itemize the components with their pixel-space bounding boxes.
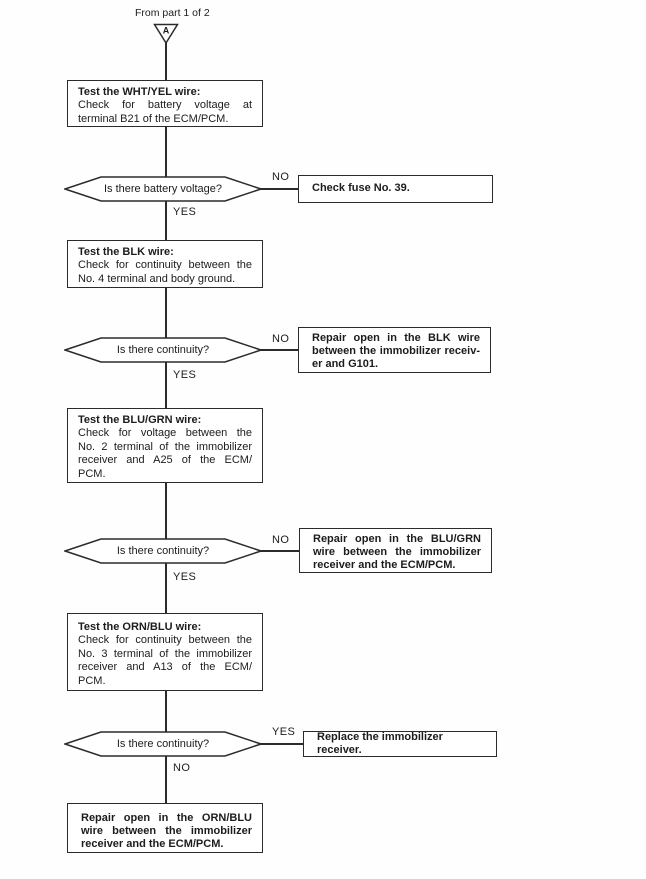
action-line: Replace the immobilizer receiver. [317, 730, 443, 756]
process-line: Check for battery voltage at [78, 99, 252, 112]
process-title: Test the BLU/GRN wire: [78, 414, 202, 426]
process-box-test-blk: Test the BLK wire: Check for continuity … [67, 240, 263, 288]
action-line: Repair open in the BLK wire [312, 332, 480, 344]
action-box-check-fuse: Check fuse No. 39. [298, 175, 493, 203]
branch-label-yes-3: YES [173, 571, 197, 583]
decision-hexagon-shape [64, 337, 262, 363]
branch-line-no-3 [260, 550, 300, 552]
action-box-replace-receiver: Replace the immobilizer receiver. [303, 731, 497, 757]
process-line: PCM. [78, 674, 106, 687]
action-line: Repair open in the ORN/BLU [81, 812, 252, 824]
branch-label-no-1: NO [272, 171, 290, 183]
decision-continuity-orn-blu: Is there continuity? [64, 731, 262, 757]
action-line: receiver and the ECM/PCM. [313, 559, 456, 572]
action-box-repair-blk: Repair open in the BLK wire between the … [298, 327, 491, 373]
decision-question: Is there battery voltage? [103, 182, 222, 195]
branch-label-yes-1: YES [173, 206, 197, 218]
connector-letter: A [163, 26, 170, 36]
decision-question: Is there continuity? [116, 343, 210, 356]
action-line: wire between the immobilizer [313, 546, 481, 559]
decision-hexagon-shape [64, 176, 262, 202]
process-line: No. 3 terminal of the immobilizer [78, 647, 252, 660]
process-box-test-wht-yel: Test the WHT/YEL wire: Check for battery… [67, 80, 263, 127]
decision-battery-voltage: Is there battery voltage? [64, 176, 262, 202]
branch-line-yes-4 [260, 743, 303, 745]
decision-continuity-blu-grn: Is there continuity? [64, 538, 262, 564]
branch-label-no-3: NO [272, 534, 290, 546]
process-line: receiver and A25 of the ECM/ [78, 454, 252, 467]
process-line: receiver and A13 of the ECM/ [78, 661, 252, 674]
action-line: er and G101. [312, 358, 379, 371]
process-box-test-blu-grn: Test the BLU/GRN wire: Check for voltage… [67, 408, 263, 483]
decision-question: Is there continuity? [116, 544, 210, 557]
decision-continuity-blk: Is there continuity? [64, 337, 262, 363]
action-line: wire between the immobilizer [81, 825, 252, 838]
from-part-label: From part 1 of 2 [135, 7, 210, 19]
process-line: terminal B21 of the ECM/PCM. [78, 112, 229, 125]
decision-hexagon-shape [64, 538, 262, 564]
action-line: Repair open in the BLU/GRN [313, 533, 481, 545]
action-line: between the immobilizer receiv- [312, 345, 480, 358]
action-line: Check fuse No. 39. [312, 182, 410, 195]
process-line: Check for voltage between the [78, 427, 252, 440]
process-box-test-orn-blu: Test the ORN/BLU wire: Check for continu… [67, 613, 263, 691]
process-line: Check for continuity between the [78, 259, 252, 272]
process-title: Test the ORN/BLU wire: [78, 621, 202, 633]
process-title: Test the WHT/YEL wire: [78, 86, 201, 98]
connector-triangle-icon: A [153, 23, 179, 50]
branch-line-no-2 [260, 349, 298, 351]
branch-label-no-4: NO [173, 762, 191, 774]
action-box-repair-blu-grn: Repair open in the BLU/GRN wire between … [299, 528, 492, 573]
process-title: Test the BLK wire: [78, 246, 174, 258]
action-box-repair-orn-blu: Repair open in the ORN/BLU wire between … [67, 803, 263, 853]
decision-question: Is there continuity? [116, 737, 210, 750]
branch-line-no-1 [260, 188, 298, 190]
decision-hexagon-shape [64, 731, 262, 757]
process-line: No. 2 terminal of the immobilizer [78, 440, 252, 453]
branch-label-no-2: NO [272, 333, 290, 345]
action-line: receiver and the ECM/PCM. [81, 838, 224, 851]
branch-label-yes-2: YES [173, 369, 197, 381]
process-line: No. 4 terminal and body ground. [78, 272, 236, 285]
branch-label-yes-4: YES [272, 726, 296, 738]
process-line: PCM. [78, 467, 106, 480]
process-line: Check for continuity between the [78, 634, 252, 647]
